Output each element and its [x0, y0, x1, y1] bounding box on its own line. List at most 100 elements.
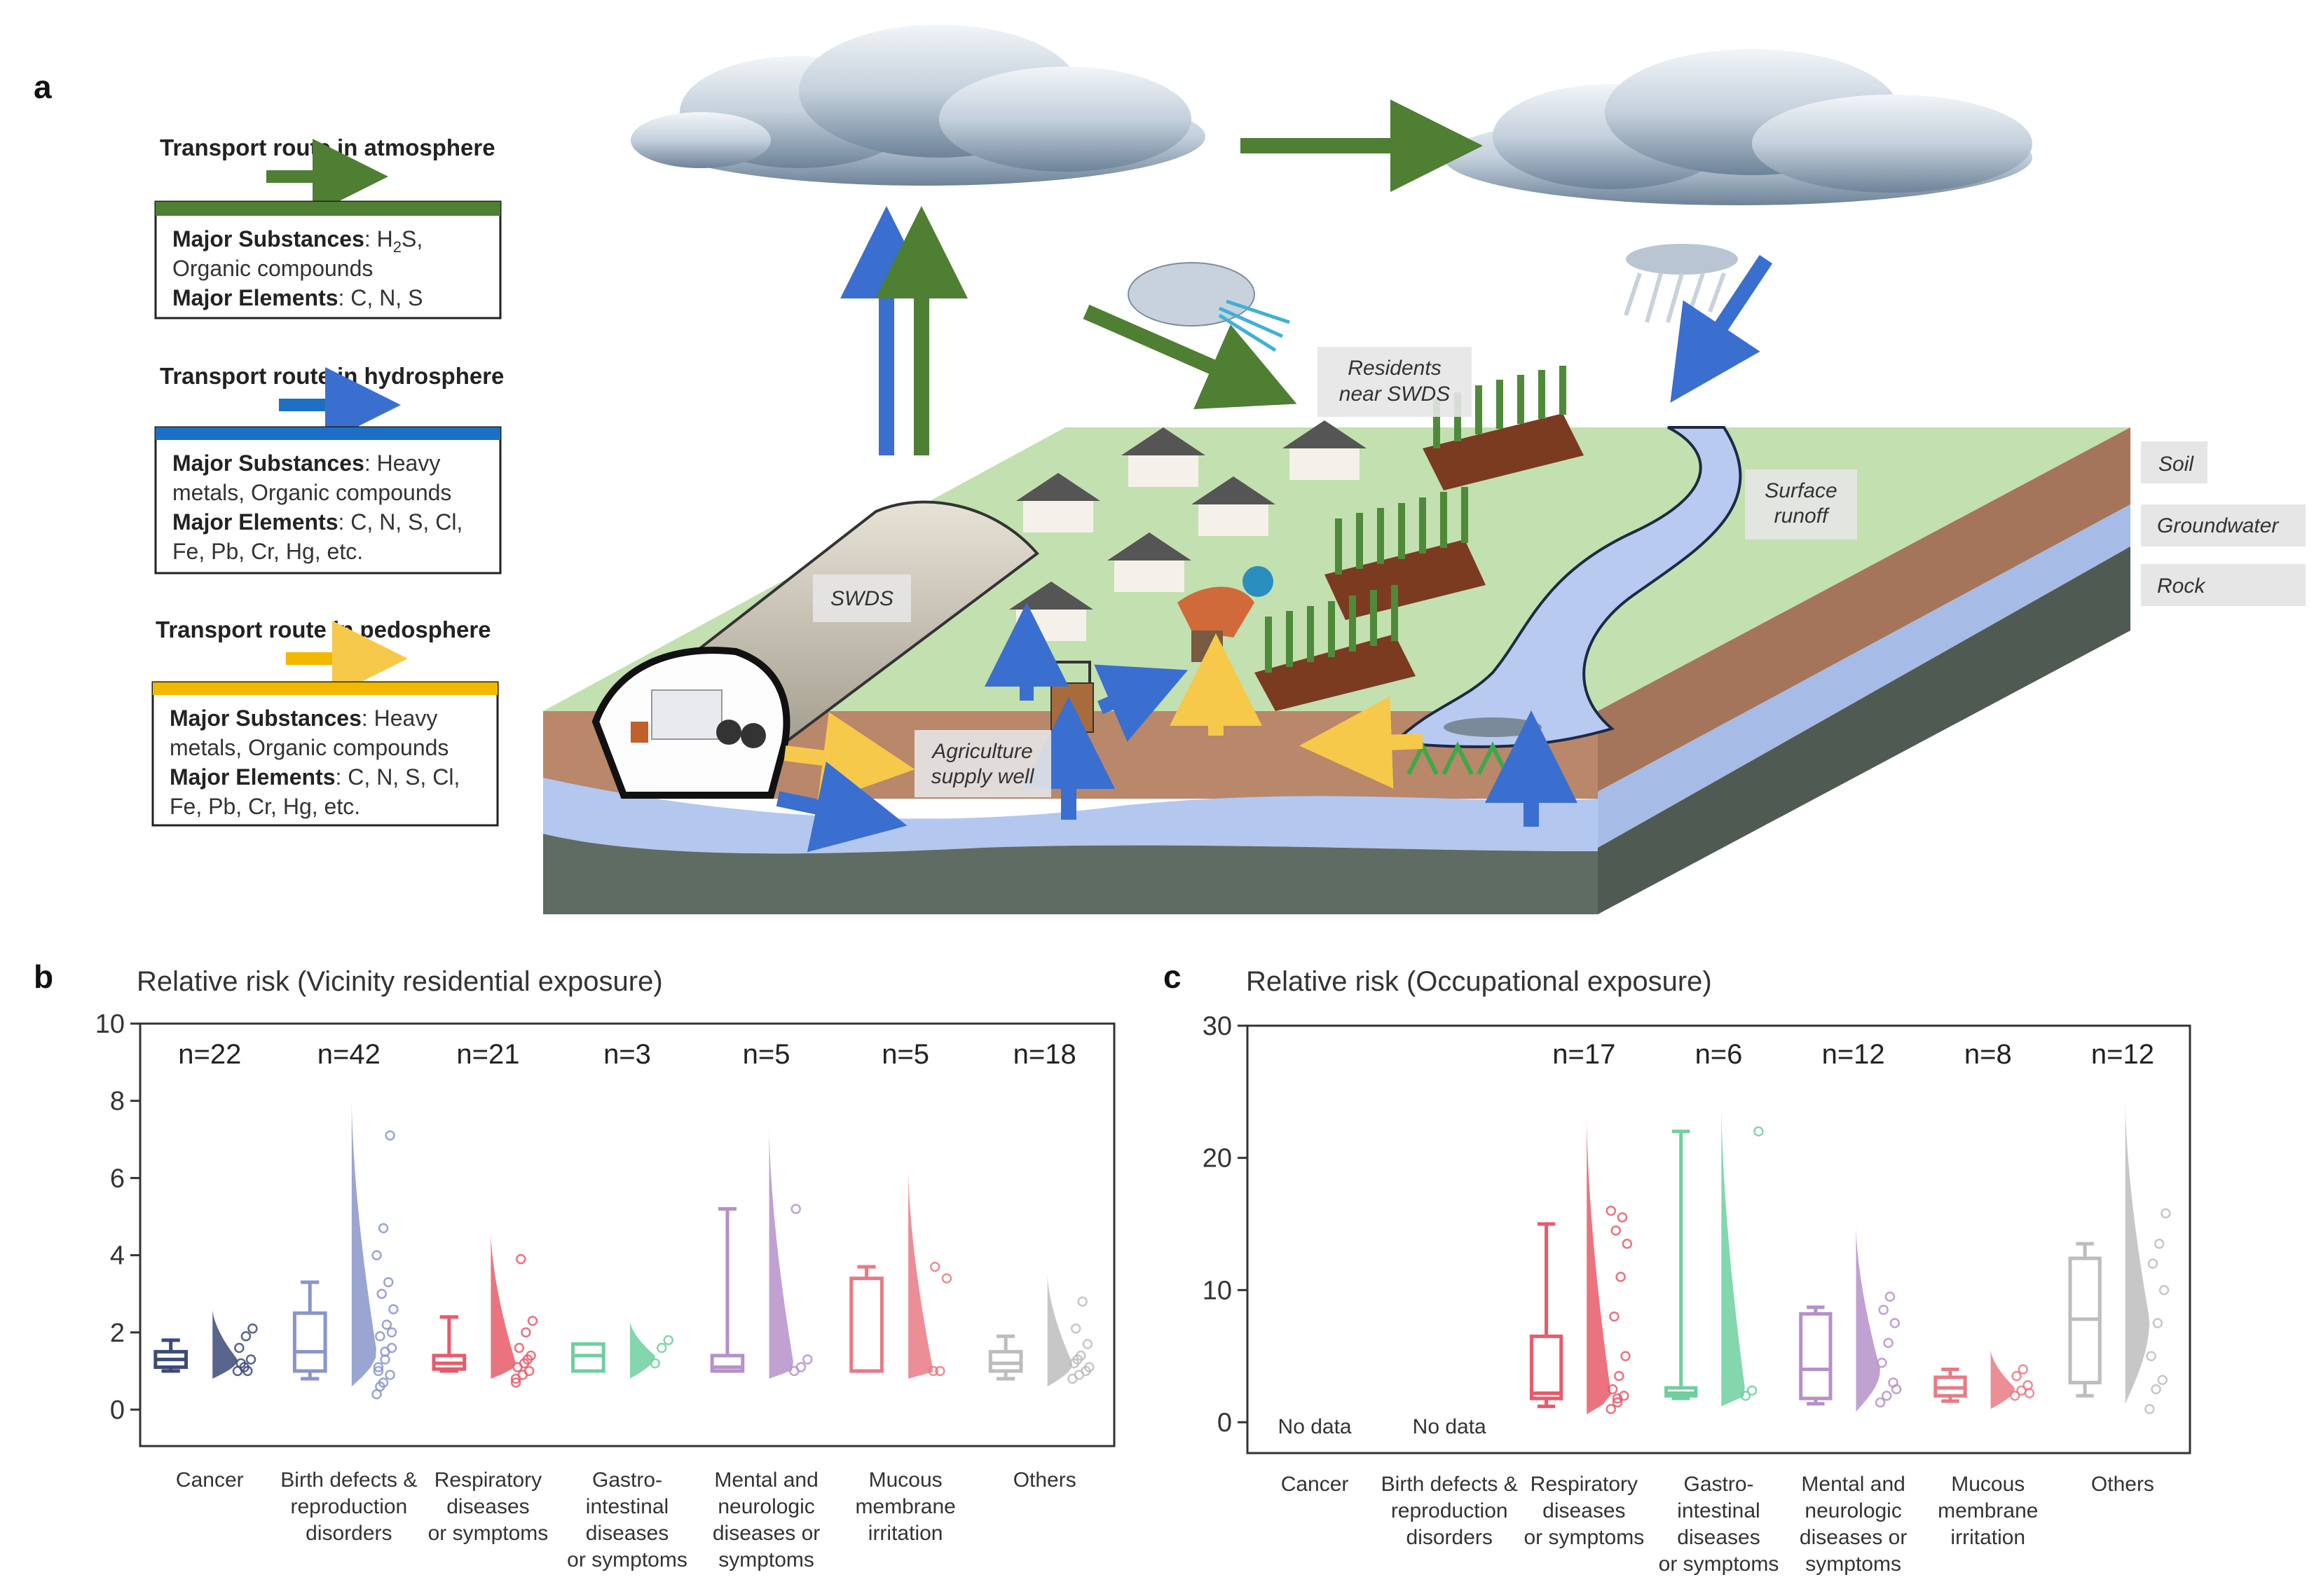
- legend-pedosphere-box: [151, 681, 499, 827]
- svg-text:Agriculture: Agriculture: [931, 740, 1032, 763]
- data-point: [1610, 1225, 1621, 1236]
- box-iqr: [571, 1342, 605, 1373]
- violin-half: [2125, 1102, 2150, 1404]
- legend-pedosphere-line2: metals, Organic compounds: [170, 735, 449, 760]
- sample-size-label: n=3: [603, 1039, 651, 1070]
- sample-size-label: n=17: [1552, 1039, 1615, 1070]
- violin-half: [769, 1127, 794, 1379]
- data-point: [1084, 1362, 1095, 1373]
- data-point: [2151, 1384, 2161, 1395]
- data-point: [2154, 1239, 2165, 1249]
- data-point: [378, 1223, 389, 1234]
- data-point: [2157, 1375, 2168, 1385]
- data-point: [510, 1377, 521, 1388]
- category-label: Mucous: [1951, 1473, 2025, 1496]
- data-point: [234, 1342, 245, 1354]
- cloud-left-icon: [631, 25, 1205, 186]
- surface-runoff-river: [1391, 426, 1742, 748]
- groundwater-label: Groundwater: [2141, 504, 2306, 546]
- legend-atmosphere-title: Transport route in atmosphere: [160, 135, 495, 160]
- category-label: Birth defects &: [280, 1468, 417, 1492]
- data-point: [1878, 1305, 1889, 1315]
- svg-text:runoff: runoff: [1774, 504, 1830, 528]
- data-point: [1605, 1205, 1617, 1216]
- data-point: [240, 1331, 252, 1342]
- sample-size-label: n=5: [743, 1039, 790, 1070]
- category-label: Mental and: [714, 1468, 818, 1492]
- well-farmer-blue-arrow: [1094, 664, 1189, 742]
- box-iqr: [292, 1311, 327, 1373]
- data-point: [375, 1331, 385, 1342]
- category-label: diseases or: [1800, 1526, 1907, 1549]
- wind-cloud-icon: [1128, 262, 1290, 352]
- violin-half: [1856, 1226, 1880, 1412]
- data-point: [516, 1253, 526, 1265]
- data-point: [1612, 1397, 1623, 1408]
- category-label: or symptoms: [567, 1548, 687, 1571]
- data-point: [2144, 1403, 2155, 1415]
- box-iqr: [849, 1277, 884, 1373]
- violin-half: [1721, 1105, 1745, 1407]
- y-tick-label: 0: [1217, 1408, 1232, 1438]
- data-point: [1077, 1296, 1088, 1307]
- category-label: reproduction: [290, 1495, 407, 1518]
- data-point: [522, 1354, 533, 1365]
- data-point: [802, 1354, 813, 1365]
- data-point: [371, 1250, 382, 1260]
- data-point: [795, 1362, 807, 1373]
- category-label: neurologic: [718, 1495, 814, 1518]
- y-tick-label: 6: [110, 1164, 125, 1193]
- category-label: reproduction: [1391, 1499, 1508, 1522]
- category-label: Birth defects &: [1381, 1473, 1518, 1496]
- data-point: [1072, 1354, 1083, 1365]
- y-tick-label: 10: [95, 1010, 125, 1039]
- no-data-label: No data: [1413, 1415, 1486, 1438]
- swds-label: SWDS: [813, 575, 911, 622]
- rain-cloud-icon: [1624, 244, 1738, 323]
- svg-text:supply well: supply well: [931, 765, 1035, 788]
- data-point: [1615, 1272, 1626, 1282]
- violin-half: [1990, 1349, 2015, 1410]
- data-point: [1883, 1337, 1894, 1349]
- soil-label: Soil: [2141, 441, 2207, 483]
- data-point: [1740, 1391, 1751, 1401]
- data-point: [1609, 1311, 1620, 1322]
- chart-occupational: Relative risk (Occupational exposure)010…: [1203, 966, 2191, 1576]
- chart-title: Relative risk (Vicinity residential expo…: [137, 966, 663, 997]
- category-label: diseases: [586, 1522, 669, 1545]
- category-label: Gastro-: [1683, 1473, 1753, 1496]
- data-point: [385, 1130, 395, 1141]
- residents-label: Residents near SWDS: [1317, 347, 1472, 417]
- data-point: [790, 1204, 801, 1214]
- data-point: [1605, 1403, 1617, 1415]
- legend-atmosphere: Transport route in atmosphere Major Subs…: [154, 135, 502, 319]
- chart-title: Relative risk (Occupational exposure): [1246, 966, 1712, 997]
- swds-landfill-icon: [591, 500, 1039, 799]
- svg-text:Major Elements: C, N, S, Cl,: Major Elements: C, N, S, Cl,: [172, 509, 463, 535]
- data-point: [663, 1335, 674, 1346]
- svg-text:Major Substances: Heavy: Major Substances: Heavy: [170, 706, 437, 731]
- data-point: [1070, 1323, 1081, 1334]
- category-label: or symptoms: [428, 1522, 549, 1545]
- sample-size-label: n=22: [178, 1039, 241, 1070]
- legend-atmosphere-line2: Organic compounds: [172, 256, 373, 281]
- data-point: [376, 1288, 387, 1299]
- category-label: diseases or: [713, 1522, 820, 1545]
- svg-text:near SWDS: near SWDS: [1339, 383, 1450, 406]
- category-label: symptoms: [1805, 1553, 1901, 1576]
- data-point: [1614, 1370, 1624, 1382]
- svg-text:Major Substances: Heavy: Major Substances: Heavy: [172, 450, 440, 476]
- data-point: [2147, 1258, 2158, 1269]
- crop-fields: [1254, 366, 1584, 711]
- data-point: [941, 1273, 952, 1284]
- legend-hydrosphere-line4: Fe, Pb, Cr, Hg, etc.: [172, 539, 363, 564]
- data-point: [1617, 1212, 1628, 1223]
- sample-size-label: n=6: [1695, 1039, 1743, 1070]
- data-point: [2161, 1208, 2171, 1219]
- data-point: [928, 1365, 939, 1377]
- data-point: [2011, 1370, 2022, 1382]
- plot-frame: [139, 1022, 1116, 1447]
- y-tick-label: 4: [110, 1241, 125, 1271]
- data-point: [242, 1365, 253, 1377]
- sample-size-label: n=8: [1964, 1039, 2012, 1070]
